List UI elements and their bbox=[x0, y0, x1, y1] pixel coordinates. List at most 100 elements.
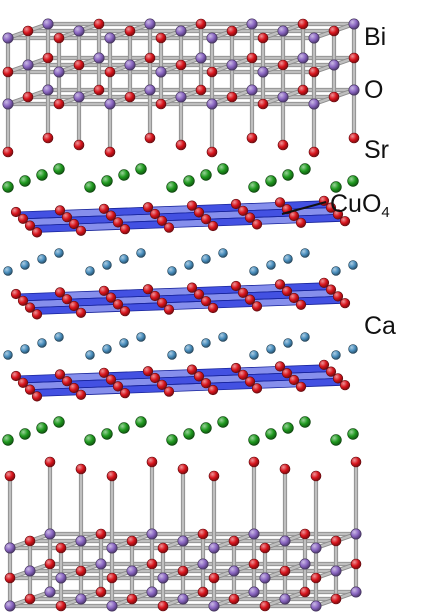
cuo4-plane bbox=[15, 282, 346, 315]
label-cuo4-base: CuO bbox=[330, 190, 382, 218]
atoms bbox=[2, 18, 362, 612]
atom-bi bbox=[308, 98, 320, 110]
atom-o bbox=[68, 300, 80, 312]
atom-o bbox=[277, 59, 289, 71]
atom-bi bbox=[277, 25, 289, 37]
atom-o bbox=[244, 376, 256, 387]
atom-ca bbox=[218, 332, 228, 342]
atom-o bbox=[246, 132, 258, 144]
atom-bi bbox=[279, 593, 291, 605]
atom-o bbox=[279, 463, 291, 475]
atom-o bbox=[297, 18, 309, 30]
atom-o bbox=[248, 456, 260, 468]
label-cuo4: CuO4 bbox=[330, 190, 390, 221]
atom-o bbox=[277, 139, 289, 151]
atom-o bbox=[53, 32, 65, 44]
atom-sr bbox=[299, 416, 311, 428]
atom-o bbox=[105, 374, 117, 385]
atom-ca bbox=[266, 344, 276, 354]
atom-o bbox=[230, 198, 242, 210]
atom-o bbox=[22, 25, 34, 37]
atom-bi bbox=[42, 84, 54, 96]
atom-o bbox=[119, 388, 131, 399]
atom-ca bbox=[136, 248, 146, 258]
atom-bi bbox=[42, 18, 54, 30]
atom-bi bbox=[106, 600, 118, 612]
atom-ca bbox=[20, 260, 30, 270]
atom-o bbox=[31, 391, 43, 402]
atom-sr bbox=[183, 428, 195, 440]
atom-ca bbox=[283, 338, 293, 348]
atom-o bbox=[246, 52, 258, 64]
atom-o bbox=[104, 146, 116, 158]
atom-ca bbox=[20, 344, 30, 354]
atom-o bbox=[328, 25, 340, 37]
atom-bi bbox=[310, 542, 322, 554]
atom-o bbox=[186, 364, 198, 375]
atom-ca bbox=[331, 350, 341, 360]
atom-o bbox=[31, 227, 43, 238]
atom-sr bbox=[347, 175, 359, 187]
atom-o bbox=[295, 381, 307, 392]
atom-ca bbox=[300, 332, 310, 342]
atom-bi bbox=[246, 18, 258, 30]
atom-bi bbox=[246, 84, 258, 96]
atom-bi bbox=[175, 25, 187, 37]
atom-o bbox=[124, 91, 136, 103]
atom-o bbox=[119, 224, 131, 235]
atom-o bbox=[105, 292, 117, 303]
atom-o bbox=[142, 284, 154, 295]
atom-o bbox=[226, 25, 238, 37]
atom-o bbox=[68, 218, 80, 230]
atom-o bbox=[53, 98, 65, 110]
atom-bi bbox=[197, 558, 209, 570]
atom-bi bbox=[24, 565, 36, 577]
atom-o bbox=[251, 301, 263, 312]
atom-o bbox=[17, 213, 29, 224]
atom-o bbox=[73, 59, 85, 71]
atom-o bbox=[175, 59, 187, 71]
atom-o bbox=[75, 307, 87, 318]
atom-ca bbox=[85, 266, 95, 276]
atom-sr bbox=[118, 169, 130, 181]
atom-o bbox=[2, 146, 14, 158]
atom-sr bbox=[200, 169, 212, 181]
atom-bi bbox=[206, 98, 218, 110]
atom-o bbox=[281, 368, 293, 379]
atom-o bbox=[126, 593, 138, 605]
atom-bi bbox=[75, 535, 87, 547]
atom-o bbox=[339, 380, 351, 391]
atom-o bbox=[257, 98, 269, 110]
atom-bi bbox=[155, 66, 167, 78]
atom-bi bbox=[4, 542, 16, 554]
atom-o bbox=[328, 91, 340, 103]
atom-sr bbox=[248, 181, 260, 193]
atom-ca bbox=[184, 260, 194, 270]
atom-o bbox=[208, 470, 220, 482]
atom-sr bbox=[19, 175, 31, 187]
atom-bi bbox=[348, 18, 360, 30]
atom-ca bbox=[37, 254, 47, 264]
atom-ca bbox=[102, 344, 112, 354]
atom-o bbox=[17, 377, 29, 388]
atom-bi bbox=[126, 565, 138, 577]
atom-sr bbox=[330, 181, 342, 193]
atom-bi bbox=[175, 91, 187, 103]
atom-o bbox=[17, 295, 29, 306]
atom-o bbox=[112, 381, 124, 392]
atom-bi bbox=[248, 528, 260, 540]
atom-bi bbox=[206, 32, 218, 44]
atom-ca bbox=[37, 338, 47, 348]
atom-bi bbox=[146, 586, 158, 598]
cuo4-leader-line bbox=[281, 201, 327, 215]
atom-o bbox=[193, 207, 205, 218]
atom-o bbox=[237, 205, 249, 216]
atom-o bbox=[318, 359, 330, 370]
atom-o bbox=[244, 294, 256, 305]
atom-o bbox=[237, 287, 249, 298]
label-bi: Bi bbox=[364, 23, 387, 51]
atom-o bbox=[93, 84, 105, 96]
atom-ca bbox=[3, 266, 13, 276]
atom-o bbox=[95, 586, 107, 598]
